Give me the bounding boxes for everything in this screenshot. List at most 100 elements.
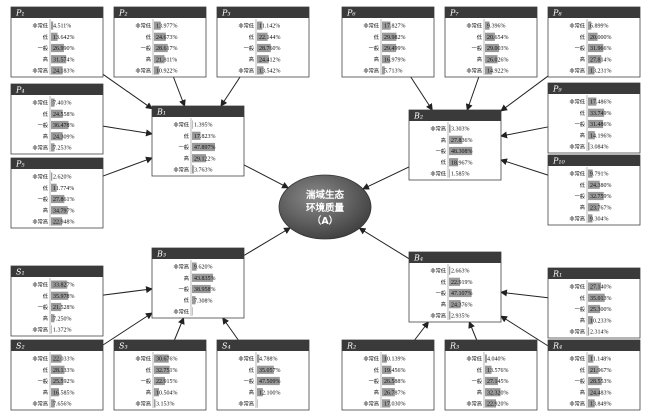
state-label: 低 bbox=[146, 366, 152, 374]
state-label: 非常低 bbox=[32, 281, 48, 289]
node-header bbox=[548, 7, 640, 18]
probability-bar bbox=[51, 206, 68, 215]
probability-bar bbox=[588, 191, 604, 201]
probability-bar bbox=[588, 55, 602, 64]
state-label: 一般 bbox=[38, 303, 48, 311]
probability-value: 21.811% bbox=[156, 57, 177, 63]
probability-value: 29.122% bbox=[194, 156, 216, 162]
state-label: 高 bbox=[477, 388, 482, 396]
probability-value: 23.767% bbox=[590, 205, 612, 211]
probability-bar bbox=[257, 21, 263, 30]
probability-value: 24.483% bbox=[590, 390, 612, 396]
state-label: 低 bbox=[441, 158, 447, 166]
probability-bar bbox=[449, 277, 461, 286]
probability-bar bbox=[51, 388, 59, 397]
probability-value: 18.967% bbox=[451, 160, 473, 166]
state-label: 非常高 bbox=[363, 399, 379, 407]
probability-value: 31.486% bbox=[590, 122, 612, 128]
state-label: 一般 bbox=[38, 195, 48, 203]
probability-value: 35.978% bbox=[53, 294, 75, 300]
probability-value: 7.403% bbox=[53, 101, 72, 107]
state-label: 高 bbox=[184, 154, 189, 162]
probability-bar bbox=[192, 131, 201, 140]
probability-value: 12.100% bbox=[259, 390, 281, 396]
edge-p9-to-b2 bbox=[500, 126, 549, 139]
probability-bar bbox=[485, 43, 499, 53]
state-label: 一般 bbox=[575, 44, 585, 52]
node-title: P₅ bbox=[15, 160, 25, 169]
probability-bar bbox=[485, 32, 495, 41]
probability-value: 27.861% bbox=[53, 197, 75, 203]
probability-value: 22.033% bbox=[53, 357, 75, 363]
state-label: 低 bbox=[374, 33, 380, 41]
probability-bar bbox=[449, 135, 463, 144]
probability-value: 9.396% bbox=[487, 24, 506, 30]
probability-bar bbox=[588, 66, 595, 75]
state-label: 高 bbox=[580, 203, 585, 211]
probability-bar bbox=[51, 354, 62, 363]
probability-bar bbox=[588, 142, 590, 151]
state-label: 非常低 bbox=[135, 22, 151, 30]
node-header bbox=[445, 7, 537, 18]
probability-bar bbox=[485, 66, 493, 75]
probability-bar bbox=[192, 120, 193, 129]
state-label: 高 bbox=[477, 55, 482, 63]
probability-bar bbox=[485, 365, 492, 374]
probability-value: 3.303% bbox=[451, 127, 470, 133]
probability-bar bbox=[257, 365, 274, 374]
probability-value: 34.797% bbox=[53, 208, 75, 214]
probability-value: 6.899% bbox=[590, 24, 609, 30]
edge-p3-to-b1 bbox=[220, 76, 241, 107]
node-body bbox=[547, 267, 641, 339]
state-label: 非常低 bbox=[135, 355, 151, 363]
probability-bar bbox=[588, 180, 600, 189]
state-label: 高 bbox=[580, 55, 585, 63]
probability-value: 27.140% bbox=[590, 285, 612, 291]
node-title: P₄ bbox=[15, 86, 25, 95]
probability-value: 10.504% bbox=[156, 390, 178, 396]
probability-bar bbox=[257, 66, 264, 75]
state-label: 非常低 bbox=[173, 121, 189, 129]
probability-bar bbox=[485, 376, 499, 386]
probability-value: 11.142% bbox=[259, 24, 280, 30]
probability-value: 29.499% bbox=[384, 46, 406, 52]
state-label: 非常低 bbox=[569, 283, 585, 291]
state-label: 非常高 bbox=[32, 143, 48, 151]
probability-value: 19.456% bbox=[384, 368, 406, 374]
state-label: 一般 bbox=[575, 192, 585, 200]
state-label: 非常高 bbox=[569, 327, 585, 335]
probability-value: 4.511% bbox=[53, 24, 71, 30]
probability-value: 47.107% bbox=[451, 291, 473, 297]
probability-value: 9.620% bbox=[194, 265, 213, 271]
state-label: 一般 bbox=[575, 120, 585, 128]
probability-bar bbox=[51, 376, 64, 386]
probability-bar bbox=[51, 43, 64, 53]
probability-bar bbox=[51, 399, 55, 408]
node-header bbox=[11, 266, 103, 277]
node-title: P₁₀ bbox=[552, 157, 566, 166]
probability-value: 1.372% bbox=[53, 328, 72, 334]
probability-bar bbox=[154, 55, 165, 64]
probability-bar bbox=[588, 97, 597, 106]
node-body bbox=[10, 339, 104, 411]
probability-bar bbox=[382, 388, 395, 397]
state-label: 一般 bbox=[436, 289, 446, 297]
state-label: 非常高 bbox=[430, 125, 446, 133]
state-label: 低 bbox=[184, 132, 190, 140]
state-label: 非常高 bbox=[569, 66, 585, 74]
state-label: 非常高 bbox=[173, 165, 189, 173]
node-body bbox=[216, 339, 310, 411]
probability-bar bbox=[449, 146, 473, 156]
state-label: 低 bbox=[580, 33, 586, 41]
node-header bbox=[342, 7, 434, 18]
state-label: 低 bbox=[580, 181, 586, 189]
probability-bar bbox=[154, 399, 156, 408]
